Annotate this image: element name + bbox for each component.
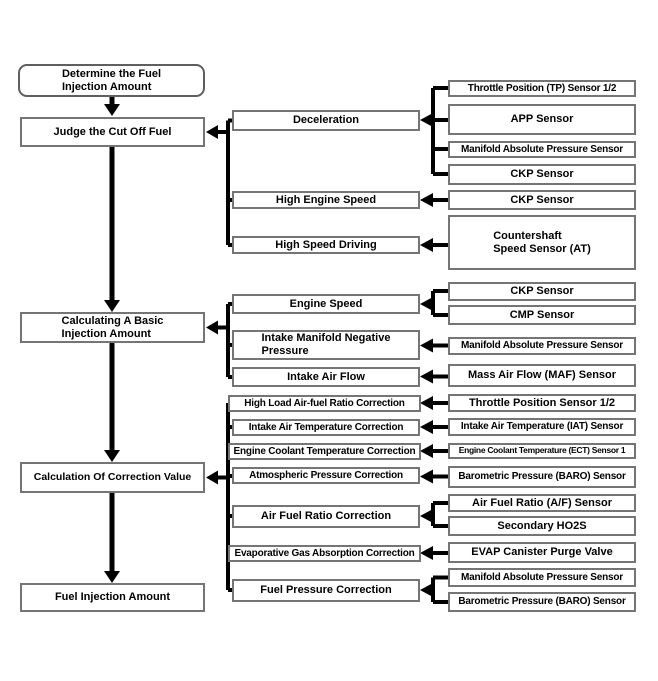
actuator-evap-canister-purge-valve: EVAP Canister Purge Valve bbox=[448, 542, 636, 563]
condition-intake-manifold-negative-pressure: Intake Manifold Negative Pressure bbox=[232, 330, 420, 360]
sensor-ckp-2: CKP Sensor bbox=[448, 190, 636, 210]
sensor-manifold-absolute-pressure-2: Manifold Absolute Pressure Sensor bbox=[448, 337, 636, 355]
sensor-barometric-pressure-baro-1: Barometric Pressure (BARO) Sensor bbox=[448, 466, 636, 488]
correction-high-load-air-fuel-ratio: High Load Air-fuel Ratio Correction bbox=[228, 395, 421, 412]
condition-intake-air-flow: Intake Air Flow bbox=[232, 367, 420, 387]
correction-atmospheric-pressure: Atmospheric Pressure Correction bbox=[232, 467, 420, 484]
correction-air-fuel-ratio: Air Fuel Ratio Correction bbox=[232, 505, 420, 528]
sensor-air-fuel-ratio-af: Air Fuel Ratio (A/F) Sensor bbox=[448, 494, 636, 512]
sensor-engine-coolant-temperature-ect-1: Engine Coolant Temperature (ECT) Sensor … bbox=[448, 443, 636, 459]
node-calculating-basic-injection-amount: Calculating A Basic Injection Amount bbox=[20, 312, 205, 343]
sensor-barometric-pressure-baro-2: Barometric Pressure (BARO) Sensor bbox=[448, 592, 636, 612]
node-fuel-injection-amount: Fuel Injection Amount bbox=[20, 583, 205, 612]
condition-high-speed-driving: High Speed Driving bbox=[232, 236, 420, 254]
sensor-manifold-absolute-pressure-3: Manifold Absolute Pressure Sensor bbox=[448, 568, 636, 587]
sensor-intake-air-temperature-iat: Intake Air Temperature (IAT) Sensor bbox=[448, 418, 636, 436]
left-bracket-lines bbox=[217, 118, 233, 592]
sensor-ckp-3: CKP Sensor bbox=[448, 282, 636, 301]
sensor-countershaft-speed-at: Countershaft Speed Sensor (AT) bbox=[448, 215, 636, 270]
right-connector-lines bbox=[431, 86, 448, 604]
sensor-app: APP Sensor bbox=[448, 104, 636, 135]
sensor-throttle-position-tp-1-2: Throttle Position (TP) Sensor 1/2 bbox=[448, 80, 636, 97]
sensor-throttle-position-1-2: Throttle Position Sensor 1/2 bbox=[448, 394, 636, 412]
sensor-cmp: CMP Sensor bbox=[448, 305, 636, 325]
node-determine-fuel-injection-amount: Determine the Fuel Injection Amount bbox=[18, 64, 205, 97]
condition-engine-speed: Engine Speed bbox=[232, 294, 420, 314]
main-flow-arrowheads bbox=[104, 104, 120, 583]
sensor-ckp-1: CKP Sensor bbox=[448, 164, 636, 185]
node-judge-cut-off-fuel: Judge the Cut Off Fuel bbox=[20, 117, 205, 147]
condition-deceleration: Deceleration bbox=[232, 110, 420, 131]
sensor-manifold-absolute-pressure-1: Manifold Absolute Pressure Sensor bbox=[448, 141, 636, 158]
sensor-mass-air-flow-maf: Mass Air Flow (MAF) Sensor bbox=[448, 364, 636, 387]
correction-fuel-pressure: Fuel Pressure Correction bbox=[232, 579, 420, 602]
sensor-secondary-ho2s: Secondary HO2S bbox=[448, 516, 636, 536]
correction-engine-coolant-temperature: Engine Coolant Temperature Correction bbox=[228, 443, 421, 460]
left-bracket-arrowheads bbox=[206, 125, 218, 485]
condition-high-engine-speed: High Engine Speed bbox=[232, 191, 420, 209]
correction-evaporative-gas-absorption: Evaporative Gas Absorption Correction bbox=[228, 545, 421, 562]
node-calculation-of-correction-value: Calculation Of Correction Value bbox=[20, 462, 205, 493]
right-connector-arrowheads bbox=[420, 113, 433, 597]
correction-intake-air-temperature: Intake Air Temperature Correction bbox=[232, 419, 420, 436]
